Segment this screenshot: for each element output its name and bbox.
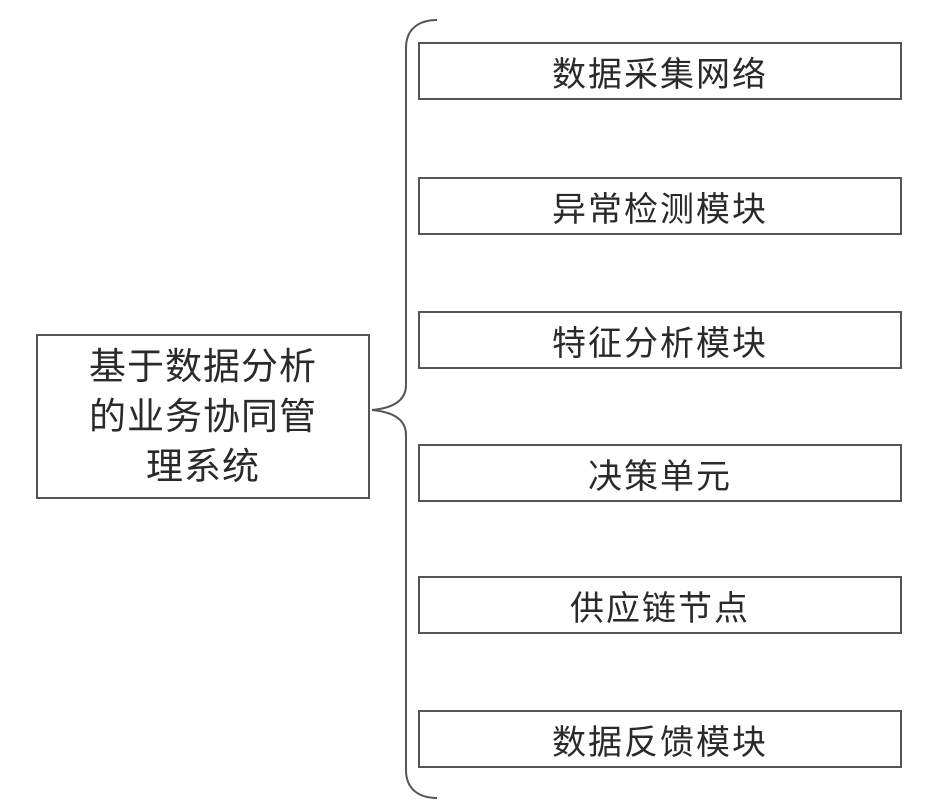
child-node-feature-analysis-module: 特征分析模块: [418, 311, 902, 369]
root-node: 基于数据分析 的业务协同管 理系统: [36, 334, 370, 499]
child-node-label: 决策单元: [588, 449, 732, 498]
child-node-label: 供应链节点: [570, 581, 750, 630]
child-node-data-collection-network: 数据采集网络: [418, 42, 902, 100]
child-node-label: 特征分析模块: [552, 316, 768, 365]
child-node-supply-chain-node: 供应链节点: [418, 576, 902, 634]
root-node-label: 基于数据分析 的业务协同管 理系统: [58, 342, 348, 492]
child-node-label: 异常检测模块: [552, 182, 768, 231]
child-node-data-feedback-module: 数据反馈模块: [418, 710, 902, 768]
child-node-decision-unit: 决策单元: [418, 444, 902, 502]
child-node-label: 数据反馈模块: [552, 715, 768, 764]
child-node-anomaly-detection-module: 异常检测模块: [418, 177, 902, 235]
child-node-label: 数据采集网络: [552, 47, 768, 96]
